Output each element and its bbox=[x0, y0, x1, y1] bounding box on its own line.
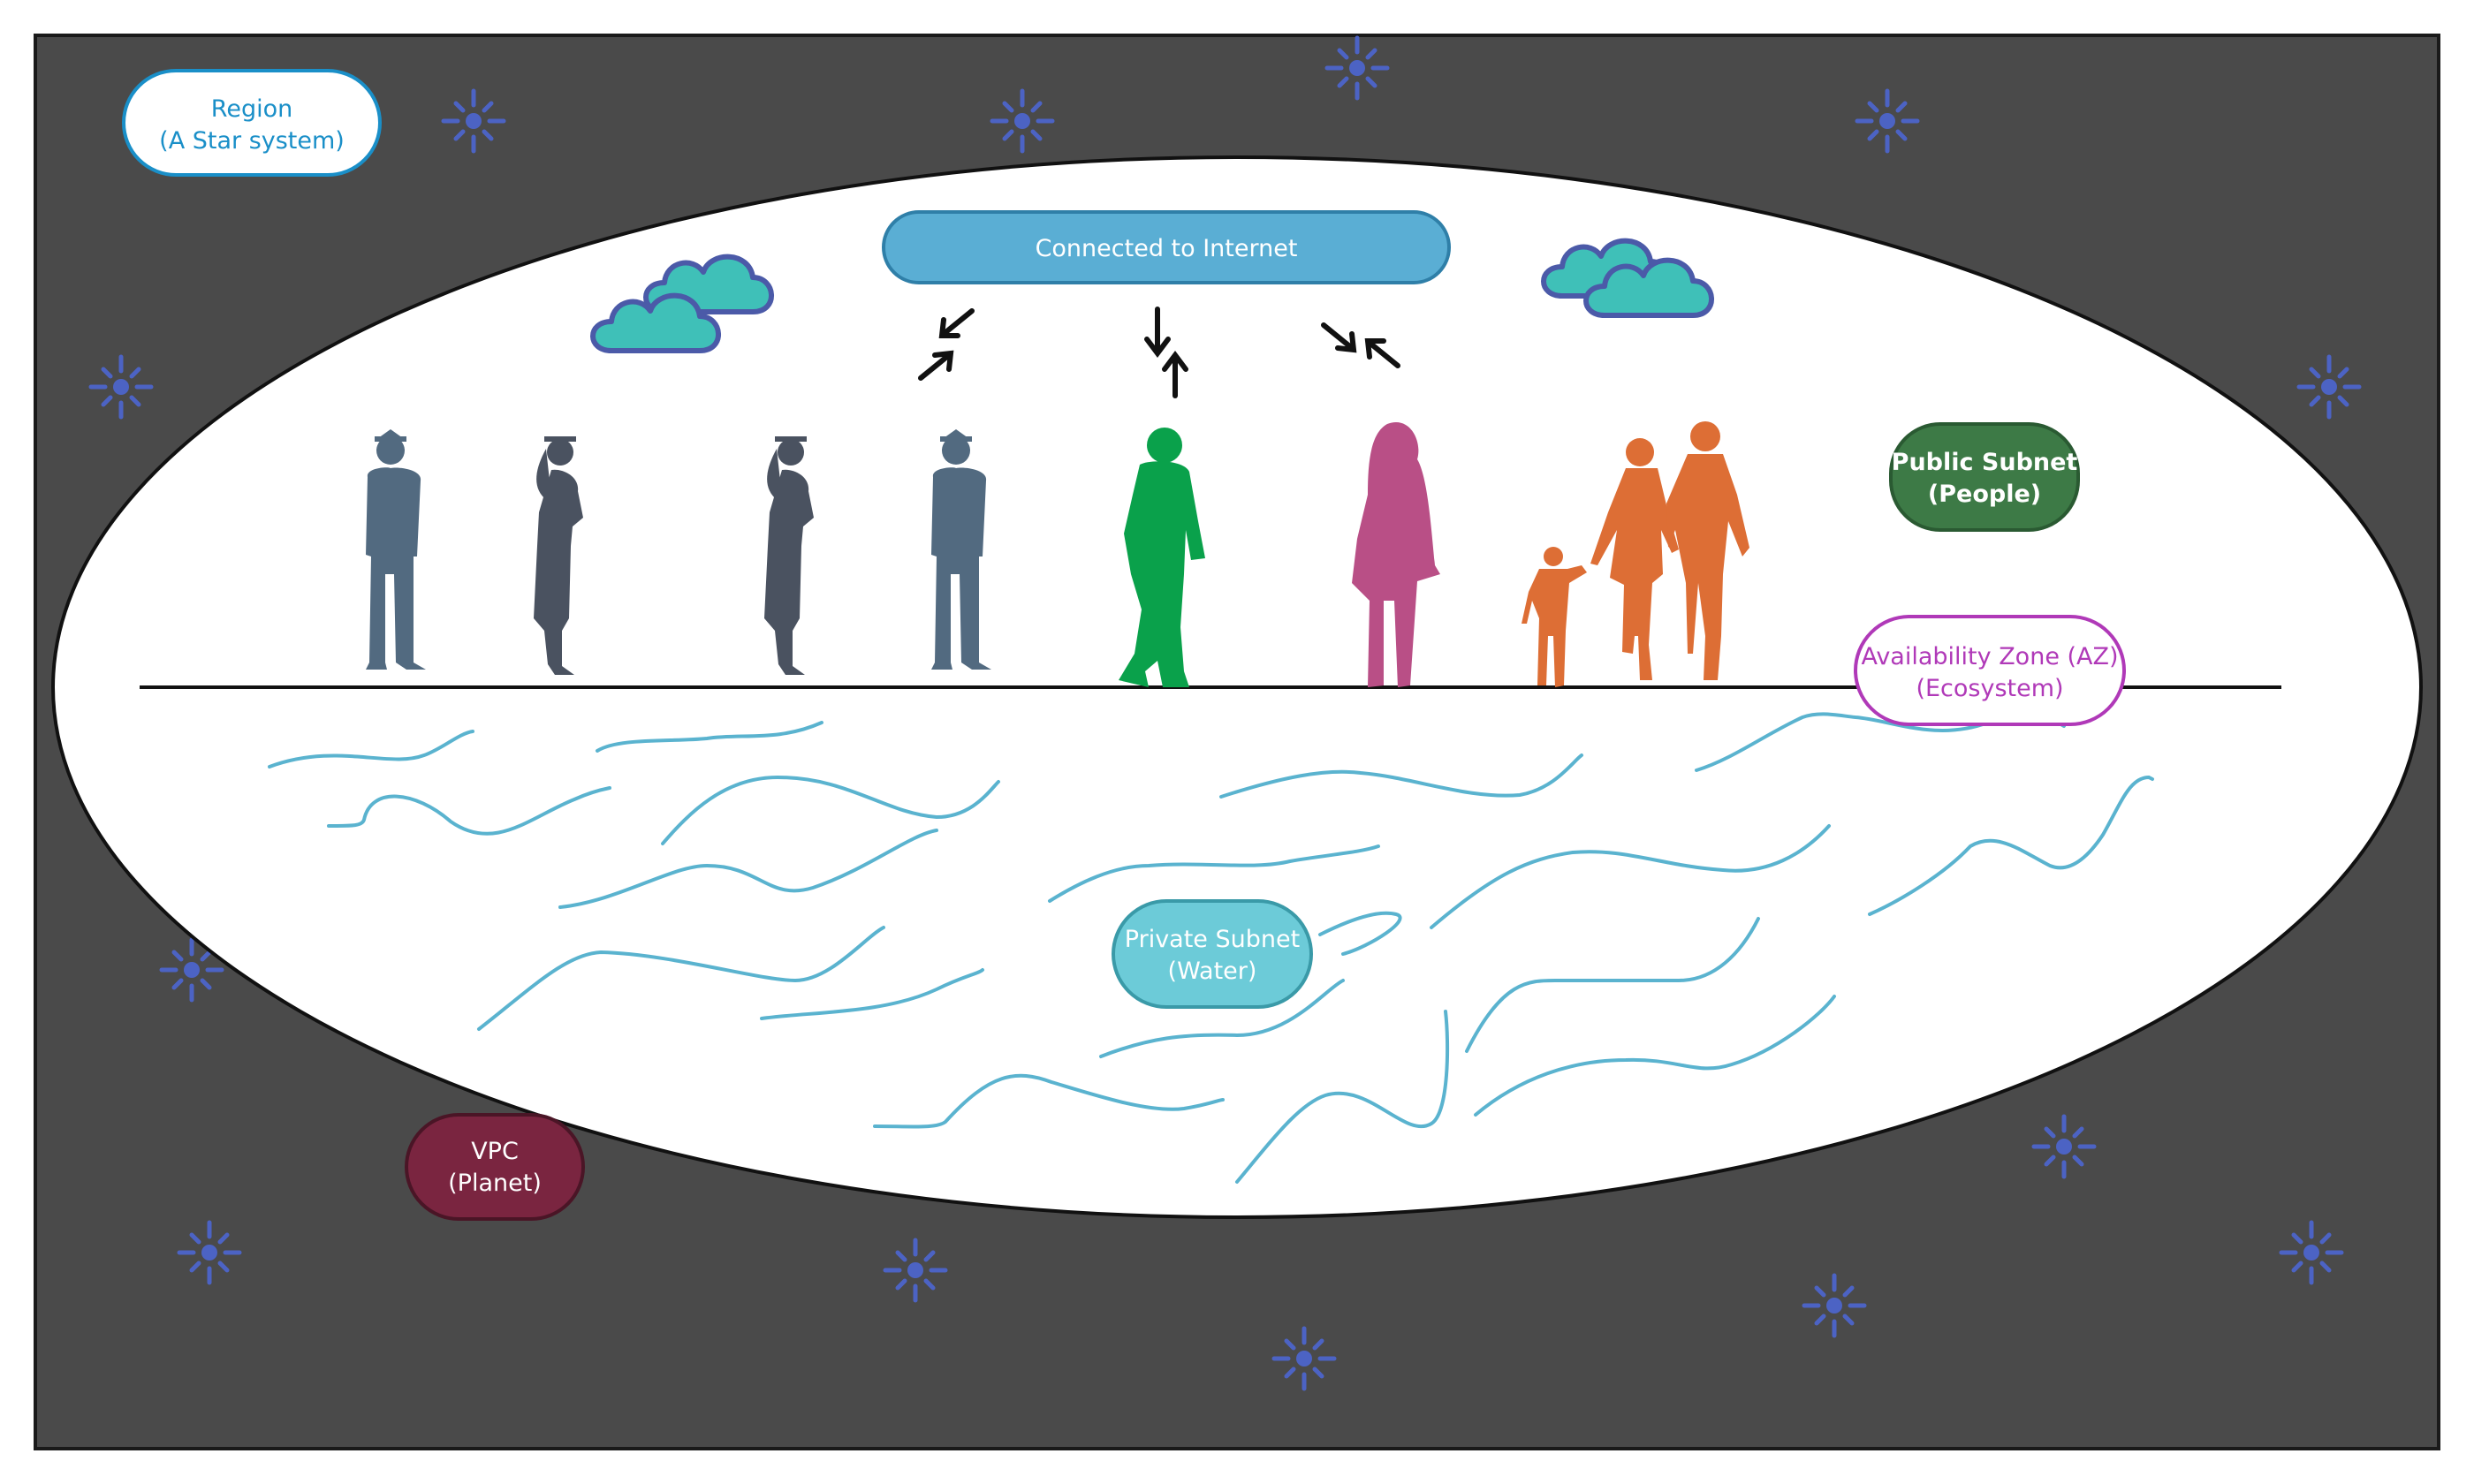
public-subnet-label: Public Subnet (People) bbox=[1889, 422, 2080, 532]
water-waves bbox=[268, 712, 2154, 1184]
private-subnet-subtitle: (Water) bbox=[1168, 958, 1257, 985]
girl-figure bbox=[1352, 422, 1440, 687]
region-label: Region (A Star system) bbox=[122, 69, 382, 177]
internet-text: Connected to Internet bbox=[1036, 235, 1298, 262]
region-subtitle: (A Star system) bbox=[159, 127, 345, 155]
availability-zone-label: Availability Zone (AZ) (Ecosystem) bbox=[1854, 615, 2126, 726]
private-subnet-label: Private Subnet (Water) bbox=[1112, 899, 1313, 1009]
availability-zone-subtitle: (Ecosystem) bbox=[1916, 675, 2063, 702]
traffic-arrows bbox=[918, 307, 1400, 398]
arrow-icon bbox=[1321, 322, 1400, 368]
vpc-title: VPC bbox=[471, 1138, 519, 1165]
arrow-icon bbox=[918, 308, 975, 381]
boy-figure bbox=[1119, 428, 1205, 687]
vpc-label: VPC (Planet) bbox=[405, 1113, 585, 1221]
family-figures bbox=[1522, 421, 1749, 687]
public-subnet-subtitle: (People) bbox=[1928, 481, 2041, 508]
internet-label: Connected to Internet bbox=[882, 210, 1451, 284]
region-title: Region bbox=[211, 95, 292, 123]
availability-zone-title: Availability Zone (AZ) bbox=[1861, 643, 2118, 670]
vpc-subtitle: (Planet) bbox=[448, 1170, 542, 1197]
arrow-icon bbox=[1144, 307, 1188, 398]
public-subnet-title: Public Subnet bbox=[1892, 449, 2078, 476]
private-subnet-title: Private Subnet bbox=[1125, 926, 1300, 953]
